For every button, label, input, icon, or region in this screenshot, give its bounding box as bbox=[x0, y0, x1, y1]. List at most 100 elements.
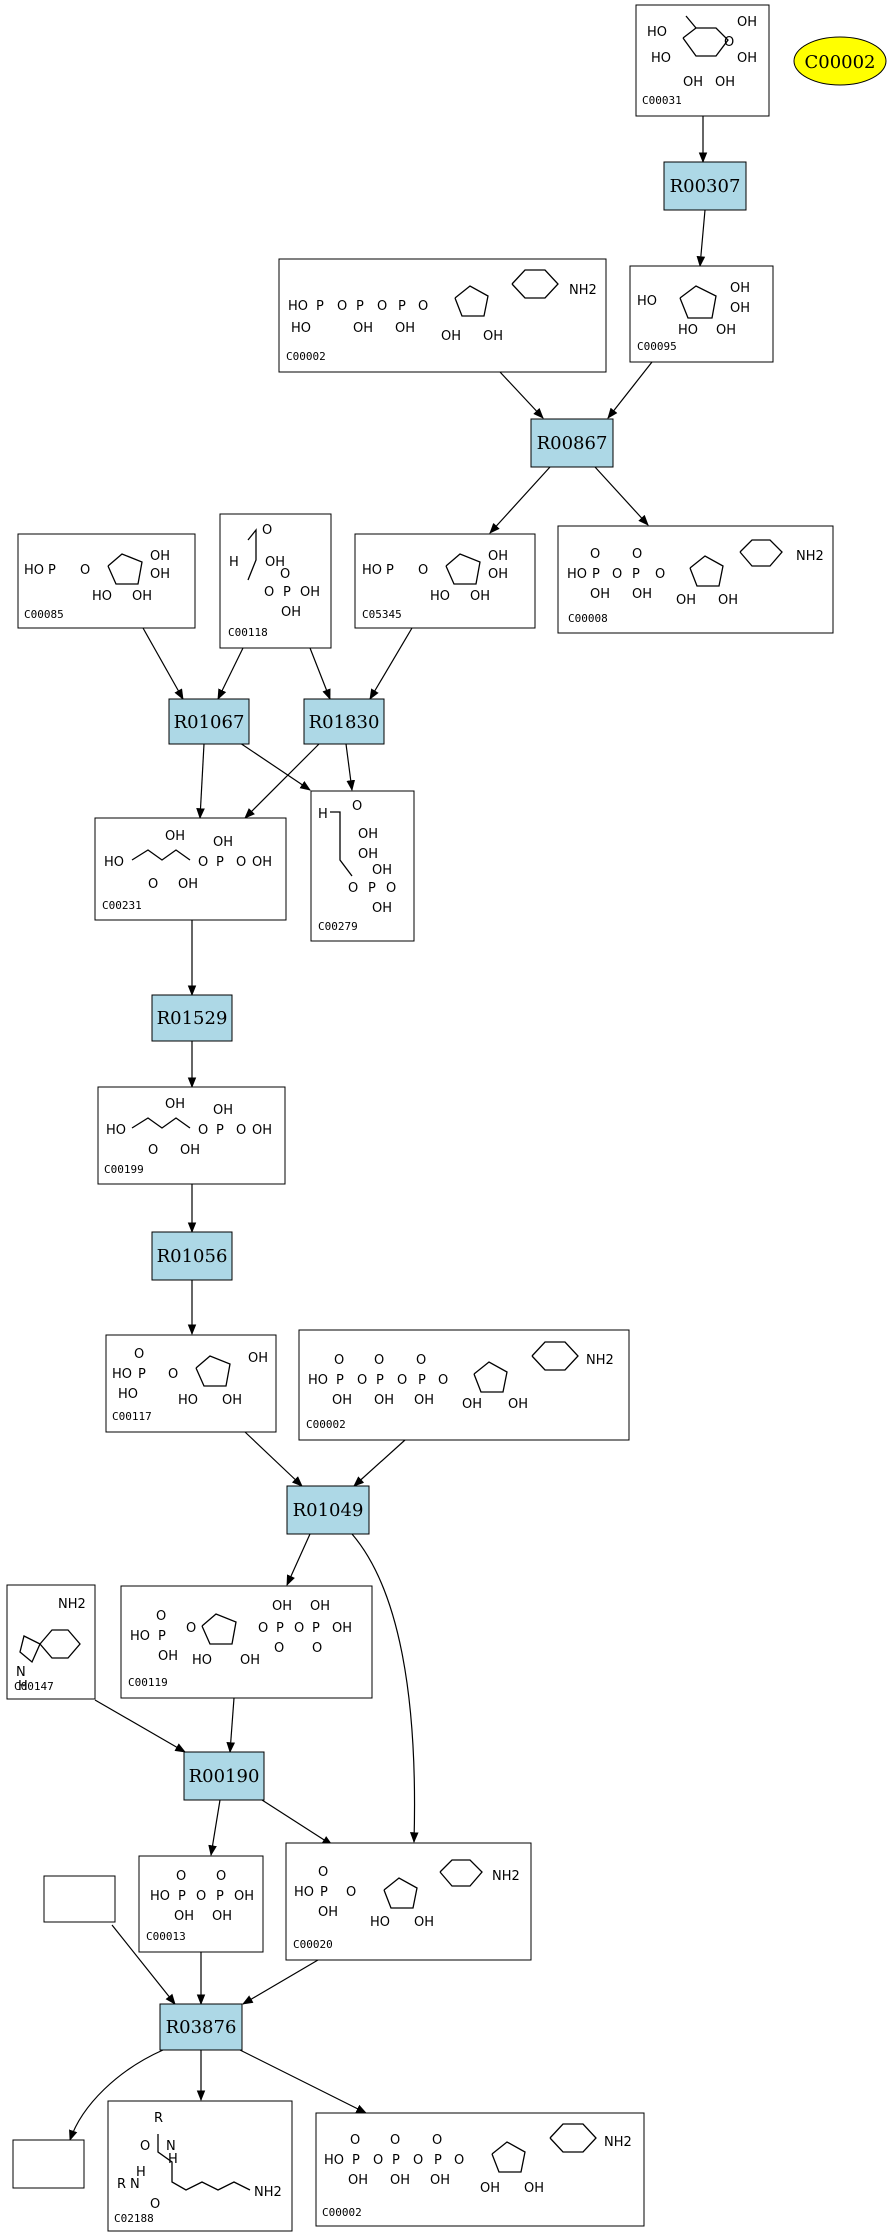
edge-r00190-c00013 bbox=[208, 1799, 221, 1857]
atom-o: O bbox=[196, 1889, 206, 1904]
compound-blank-1[interactable] bbox=[43, 1875, 116, 1923]
edge-r00867-c00008 bbox=[594, 466, 649, 526]
atom-o: O bbox=[150, 2197, 160, 2212]
atom-o: O bbox=[156, 1609, 166, 1624]
atom-o: O bbox=[148, 1143, 158, 1158]
reaction-r01049[interactable]: R01049 bbox=[286, 1485, 370, 1535]
edge-r01067-c00231 bbox=[196, 743, 205, 820]
atom-ho: HO bbox=[308, 1373, 328, 1388]
reaction-r01830[interactable]: R01830 bbox=[303, 698, 385, 745]
compound-c00085[interactable]: HO P O OH OH HO OH C00085 bbox=[17, 533, 196, 629]
compound-c00002-middle[interactable]: HO P O P O P O O O O OH OH OH OH OH NH2 … bbox=[298, 1329, 630, 1441]
atom-p: P bbox=[216, 855, 224, 870]
compound-label: C00085 bbox=[24, 608, 64, 621]
compound-label: C05345 bbox=[362, 608, 402, 621]
atom-oh: OH bbox=[158, 1649, 178, 1664]
compound-c00231[interactable]: HO OH O P O OH OH O OH C00231 bbox=[94, 817, 287, 921]
atom-ho: HO bbox=[130, 1629, 150, 1644]
atom-o: O bbox=[416, 1353, 426, 1368]
atom-oh: OH bbox=[718, 593, 738, 608]
ring bbox=[107, 553, 143, 585]
compound-c00118[interactable]: O H OH O P OH O OH C00118 bbox=[219, 513, 332, 649]
compound-c00002-top[interactable]: HO P O P O P O HO OH OH OH OH NH2 C00002 bbox=[278, 258, 607, 373]
atom-oh: OH bbox=[716, 323, 736, 338]
atom-oh: OH bbox=[213, 1103, 233, 1118]
atom-p: P bbox=[632, 567, 640, 582]
reaction-r00867[interactable]: R00867 bbox=[530, 418, 614, 468]
edge-r01830-c00279 bbox=[345, 743, 356, 792]
atom-h: H bbox=[229, 555, 239, 570]
atom-oh: OH bbox=[272, 1599, 292, 1614]
compound-c00020[interactable]: HO P O O OH HO OH NH2 C00020 bbox=[285, 1842, 532, 1961]
reaction-r01529[interactable]: R01529 bbox=[151, 994, 233, 1042]
atom-oh: OH bbox=[395, 321, 415, 336]
reaction-label: R01830 bbox=[309, 712, 380, 733]
compound-c00008[interactable]: HO P O P O O O OH OH OH OH NH2 C00008 bbox=[557, 525, 834, 634]
atom-oh: OH bbox=[358, 827, 378, 842]
atom-r: R bbox=[154, 2111, 163, 2126]
atom-ho: HO bbox=[430, 589, 450, 604]
compound-c00147[interactable]: NH2 N H C00147 bbox=[6, 1584, 96, 1700]
reaction-r00190[interactable]: R00190 bbox=[183, 1751, 265, 1801]
chain bbox=[330, 811, 353, 877]
atom-p: P bbox=[178, 1889, 186, 1904]
ring bbox=[383, 1877, 418, 1909]
atom-o: O bbox=[348, 881, 358, 896]
atom-oh: OH bbox=[180, 1143, 200, 1158]
highlight-c00002[interactable]: C00002 bbox=[793, 36, 887, 86]
atom-oh: OH bbox=[372, 901, 392, 916]
compound-c05345[interactable]: HO P O OH OH HO OH C05345 bbox=[354, 533, 536, 629]
ring bbox=[195, 1355, 231, 1387]
atom-p: P bbox=[276, 1621, 284, 1636]
compound-c00013[interactable]: O O HO P O P OH OH OH C00013 bbox=[138, 1855, 264, 1953]
atom-o: O bbox=[397, 1373, 407, 1388]
atom-p: P bbox=[336, 1373, 344, 1388]
reaction-r01067[interactable]: R01067 bbox=[168, 698, 250, 745]
atom-o: O bbox=[386, 881, 396, 896]
atom-oh: OH bbox=[480, 2181, 500, 2196]
atom-oh: OH bbox=[374, 1393, 394, 1408]
reaction-r03876[interactable]: R03876 bbox=[159, 2003, 243, 2051]
atom-n: N bbox=[166, 2139, 176, 2154]
compound-c02188[interactable]: R O N H R N H O NH2 C02188 bbox=[107, 2100, 293, 2232]
atom-ho: HO bbox=[678, 323, 698, 338]
reaction-label: R03876 bbox=[166, 2017, 237, 2038]
atom-ho: HO bbox=[288, 299, 308, 314]
atom-o: O bbox=[590, 547, 600, 562]
atom-ho: HO bbox=[637, 294, 657, 309]
compound-c00031[interactable]: O HO OH OH HO OH OH C00031 bbox=[635, 4, 770, 117]
edge-blank1-r03876 bbox=[111, 1924, 176, 2005]
compound-nodes: O HO OH OH HO OH OH C00031 HO P O P O P … bbox=[6, 4, 834, 2232]
atom-oh: OH bbox=[430, 2173, 450, 2188]
reaction-r01056[interactable]: R01056 bbox=[151, 1231, 233, 1281]
atom-oh: OH bbox=[414, 1393, 434, 1408]
atom-o: O bbox=[357, 1373, 367, 1388]
atom-nh2: NH2 bbox=[58, 1597, 86, 1612]
compound-c00002-bottom[interactable]: HO P O P O P O O O O OH OH OH OH OH NH2 … bbox=[315, 2112, 645, 2227]
compound-c00199[interactable]: HO OH O P O OH OH O OH C00199 bbox=[97, 1086, 286, 1185]
atom-ho: HO bbox=[294, 1885, 314, 1900]
compound-c00117[interactable]: HO P O O HO OH HO OH C00117 bbox=[105, 1334, 277, 1433]
atom-o: O bbox=[418, 299, 428, 314]
structure-glucose: O bbox=[682, 15, 734, 57]
atom-p: P bbox=[376, 1373, 384, 1388]
reaction-label: R00867 bbox=[537, 433, 608, 454]
chain bbox=[131, 1117, 191, 1129]
compound-blank-2[interactable] bbox=[12, 2139, 85, 2189]
compound-c00095[interactable]: HO OH OH HO OH C00095 bbox=[629, 265, 774, 363]
atom-o: O bbox=[280, 567, 290, 582]
atom-p: P bbox=[418, 1373, 426, 1388]
atom-p: P bbox=[434, 2153, 442, 2168]
compound-c00119[interactable]: HO P O O OH O P O P OH OH OH O O HO OH C… bbox=[120, 1585, 373, 1699]
reaction-r00307[interactable]: R00307 bbox=[663, 161, 747, 211]
atom-oh: OH bbox=[676, 593, 696, 608]
atom-oh: OH bbox=[248, 1351, 268, 1366]
compound-label: C00020 bbox=[293, 1938, 333, 1951]
atom-ho: HO bbox=[370, 1915, 390, 1930]
ring bbox=[473, 1361, 508, 1393]
atom-o: O bbox=[374, 1353, 384, 1368]
compound-c00279[interactable]: H O OH OH O P O OH OH C00279 bbox=[310, 790, 415, 942]
edge-c00002b-r01049 bbox=[353, 1439, 406, 1487]
atom-oh: OH bbox=[213, 835, 233, 850]
